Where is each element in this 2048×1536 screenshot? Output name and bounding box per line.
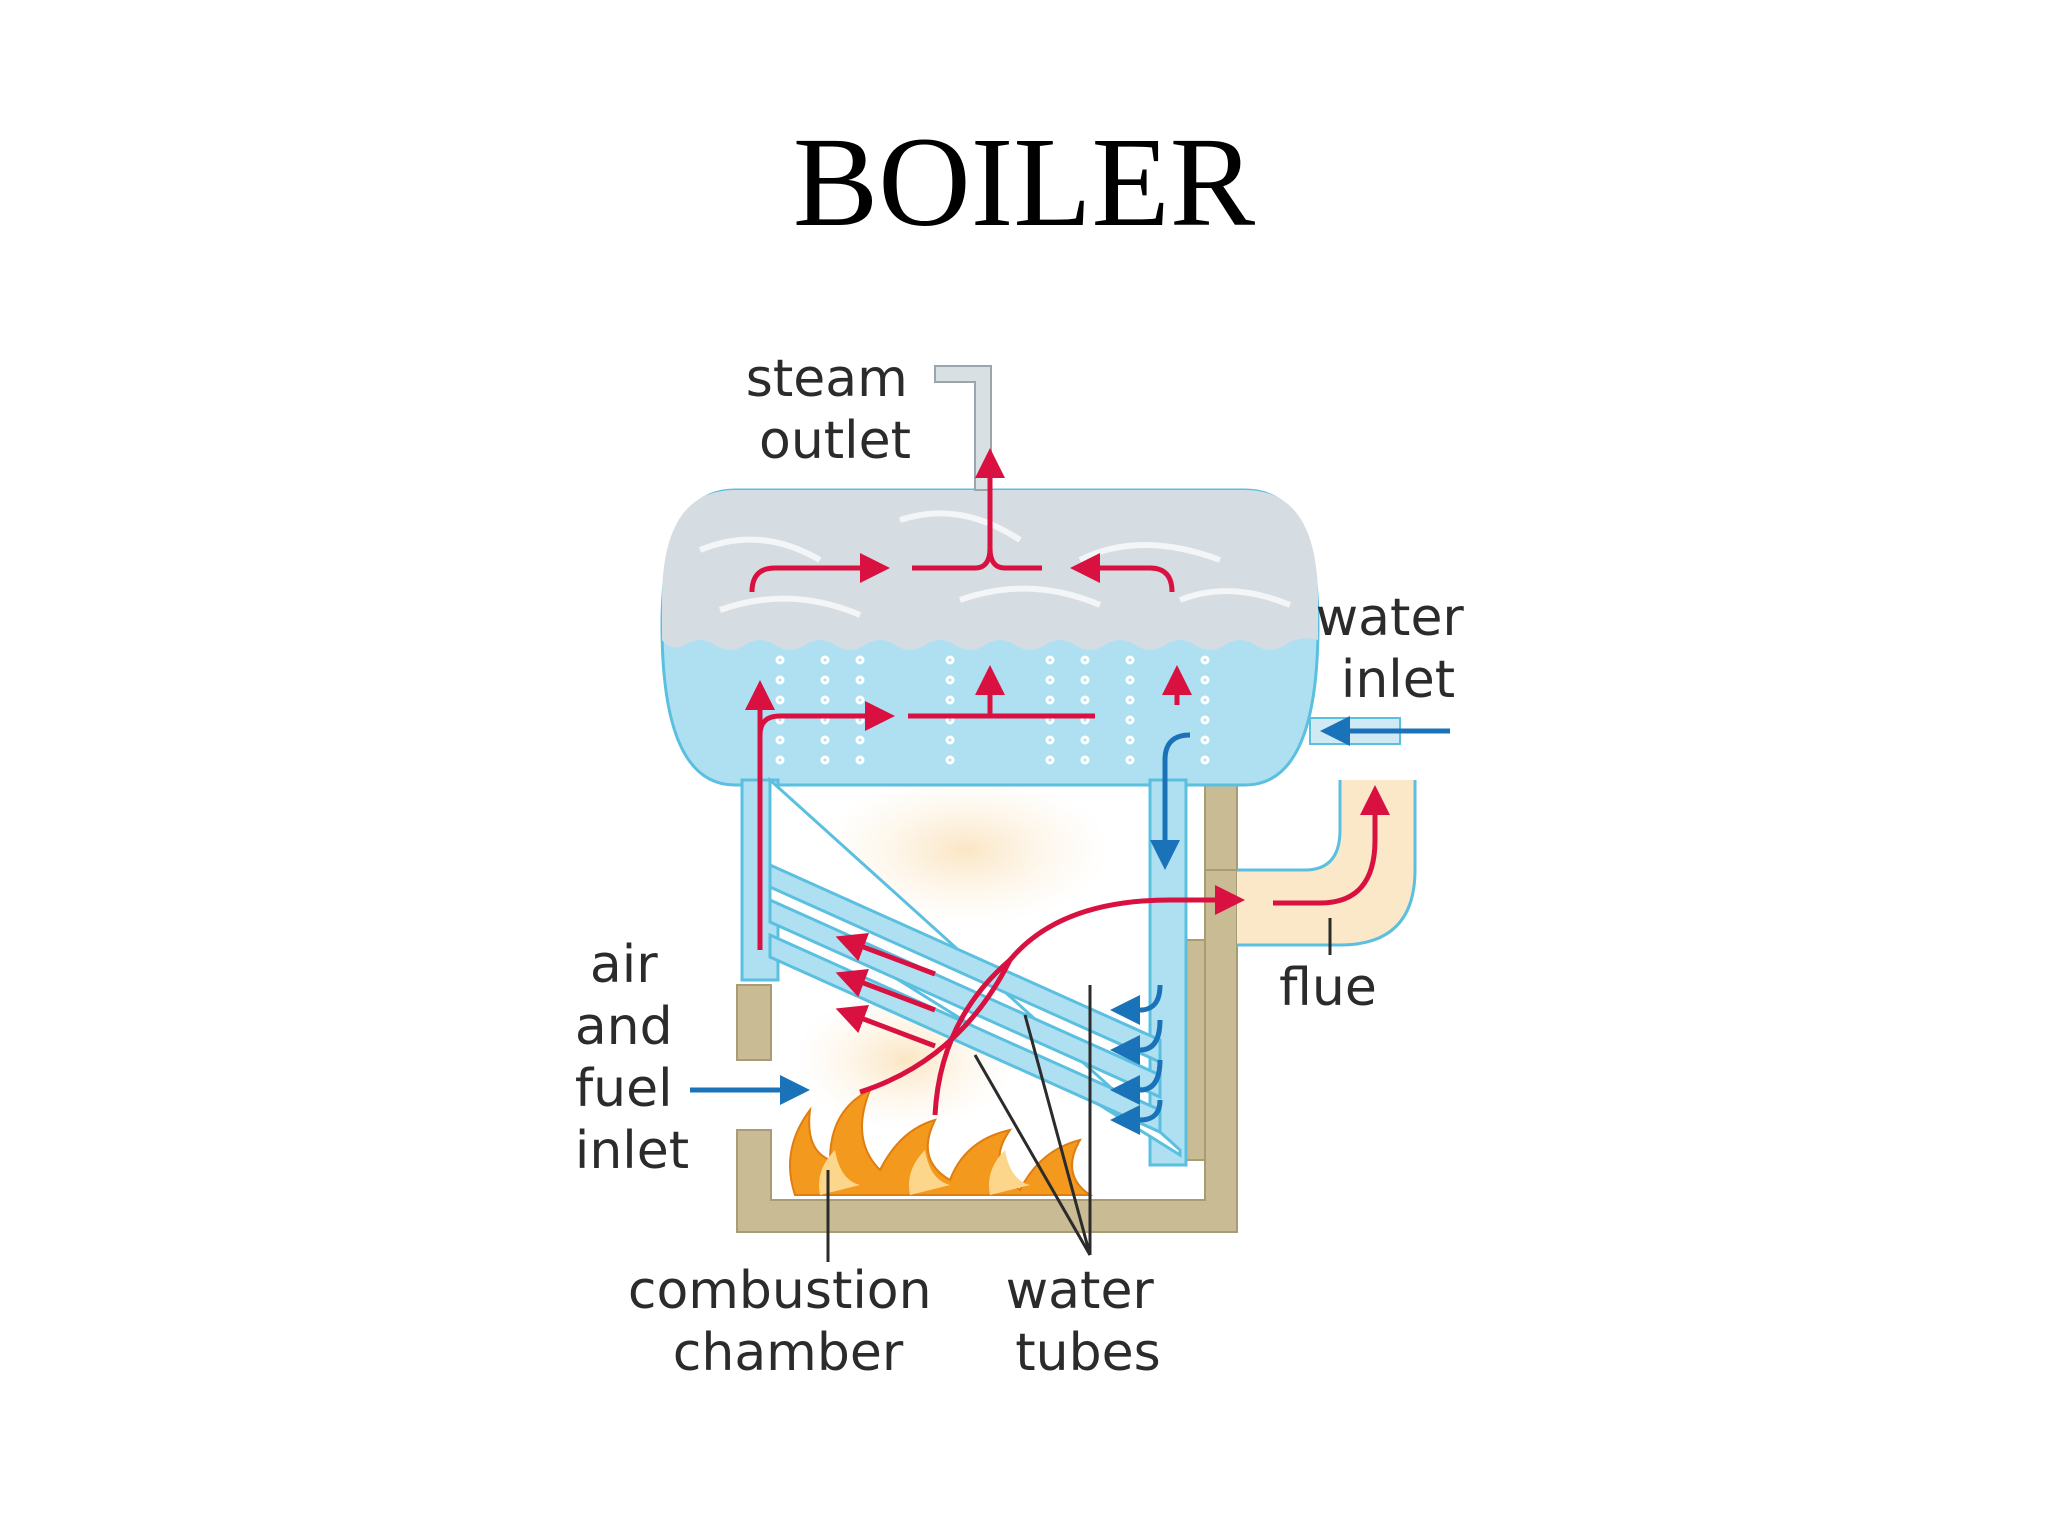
steam-outlet-label: steam outlet [746,349,925,471]
air-fuel-label-line1: air [590,935,658,995]
water-inlet-label-line1: water [1316,588,1465,648]
combustion-chamber-label: combustion chamber [628,1261,948,1383]
leader-lines [826,918,1332,1262]
water-tubes-label-line2: tubes [1015,1323,1160,1383]
steam-drum [660,488,1320,787]
hot-flow-arrows [745,448,1390,1116]
flue-label: flue [1279,958,1377,1018]
water-inlet-label-line2: inlet [1341,650,1455,710]
water-tubes-label: water tubes [1006,1261,1171,1383]
air-fuel-label-line4: inlet [575,1121,689,1181]
furnace-casing [736,779,1238,1233]
air-fuel-label-line2: and [575,997,673,1057]
combustion-label-line1: combustion [628,1261,932,1321]
flue-duct [1237,780,1417,947]
rising-bubbles [0,655,1210,765]
air-fuel-label-line3: fuel [575,1059,673,1119]
water-tubes [768,776,1182,1158]
combustion-label-line2: chamber [673,1323,904,1383]
water-tubes-label-line1: water [1006,1261,1155,1321]
steam-outlet-label-line2: outlet [759,411,911,471]
slide-title: BOILER [792,111,1256,253]
steam-outlet-pipe [934,365,992,491]
steam-outlet-label-line1: steam [746,349,908,409]
cold-flow-arrows [690,716,1450,1135]
air-and-fuel-inlet-label: air and fuel inlet [575,935,689,1181]
water-inlet-label: water inlet [1316,588,1481,710]
